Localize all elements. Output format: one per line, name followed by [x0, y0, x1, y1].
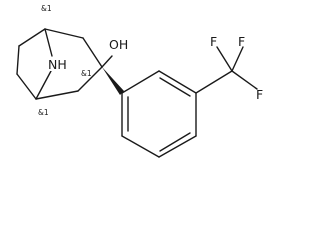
bond-c1-c2: [44, 28, 84, 39]
fluorine-right-label: F: [256, 87, 263, 102]
stereo-label-c1: &1: [41, 4, 52, 13]
inner-double-bond-1: [159, 77, 191, 97]
stereo-label-c3: &1: [81, 69, 92, 78]
fluorine-top-left-label: F: [210, 34, 217, 49]
wedge-bond-c3-aryl: [102, 67, 124, 95]
benzene-ring: [121, 70, 197, 158]
oh-atom-label: OH: [109, 37, 128, 52]
bond-c3-c4: [77, 66, 103, 92]
bond-c-f-top-right: [231, 46, 244, 72]
bond-c1-n: [44, 28, 53, 57]
bond-ar2-ar3: [158, 70, 197, 94]
bond-ar5-ar6: [121, 135, 160, 158]
oh-label-bg: [108, 36, 128, 51]
bond-ar4-ar5: [158, 135, 197, 158]
bond-c6-c5: [16, 73, 37, 100]
inner-double-bond-2: [159, 132, 191, 152]
bond-c1-c7: [18, 28, 46, 47]
stereo-label-c5: &1: [38, 108, 49, 117]
bond-ar1-ar2: [121, 70, 160, 94]
fluorine-top-right-label: F: [238, 34, 245, 49]
bicyclic-ring: [16, 28, 103, 100]
bond-n-c5: [35, 70, 52, 100]
bond-c4-c5: [35, 90, 79, 100]
bond-c7-c6: [16, 45, 20, 75]
bond-c-f-right: [231, 70, 258, 90]
bond-c2-c3: [82, 37, 103, 68]
bond-c-f-top-left: [216, 46, 233, 72]
molecule-structure: NH OH F F F &1 &1 &1: [16, 4, 263, 158]
bond-ar3-cf3: [195, 70, 233, 94]
bond-c3-oh: [101, 55, 113, 68]
trifluoromethyl-group: [195, 46, 258, 94]
nh-label-bg: [46, 57, 64, 71]
nh-atom-label: NH: [48, 57, 67, 72]
